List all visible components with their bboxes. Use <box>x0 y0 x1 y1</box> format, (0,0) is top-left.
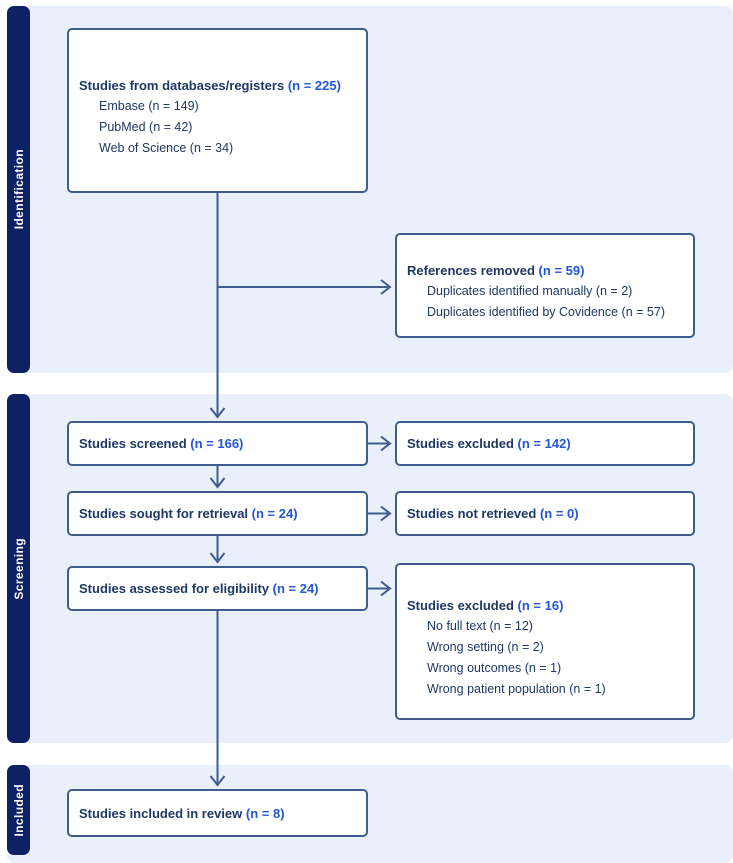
count-badge: (n = 16) <box>517 598 564 613</box>
studies-from-databases-box: Studies from databases/registers (n = 22… <box>67 28 368 193</box>
box-title: Studies excluded (n = 16) <box>407 598 564 613</box>
included-rail-label: Included <box>11 783 26 837</box>
references-removed-box: References removed (n = 59) Duplicates i… <box>395 233 695 338</box>
count-badge: (n = 8) <box>245 805 285 821</box>
box-detail-item: Wrong patient population (n = 1) <box>427 682 606 696</box>
box-detail-item: Wrong setting (n = 2) <box>427 640 544 654</box>
included-rail: Included <box>7 765 30 855</box>
studies-sought-retrieval-box: Studies sought for retrieval (n = 24) <box>67 491 368 536</box>
studies-assessed-eligibility-box: Studies assessed for eligibility (n = 24… <box>67 566 368 611</box>
count-badge: (n = 142) <box>517 436 571 451</box>
screening-rail-label: Screening <box>11 537 26 600</box>
box-title: References removed (n = 59) <box>407 263 585 278</box>
count-badge: (n = 225) <box>287 77 341 93</box>
studies-excluded-eligibility-box: Studies excluded (n = 16) No full text (… <box>395 563 695 720</box>
count-badge: (n = 166) <box>190 436 244 451</box>
count-badge: (n = 59) <box>538 263 585 278</box>
box-title: Studies sought for retrieval (n = 24) <box>79 506 298 521</box>
box-title: Studies screened (n = 166) <box>79 436 244 451</box>
box-detail-item: No full text (n = 12) <box>427 619 533 633</box>
box-detail-item: Wrong outcomes (n = 1) <box>427 661 562 675</box>
studies-excluded-screening-box: Studies excluded (n = 142) <box>395 421 695 466</box>
box-title: Studies included in review (n = 8) <box>79 805 285 821</box>
count-badge: (n = 24) <box>272 581 319 596</box>
box-detail-item: Duplicates identified manually (n = 2) <box>427 284 633 298</box>
studies-screened-box: Studies screened (n = 166) <box>67 421 368 466</box>
box-detail-item: Embase (n = 149) <box>99 98 199 113</box>
identification-rail-label: Identification <box>11 149 26 230</box>
box-title: Studies not retrieved (n = 0) <box>407 506 579 521</box>
count-badge: (n = 24) <box>251 506 298 521</box>
box-detail-item: PubMed (n = 42) <box>99 119 193 134</box>
box-title: Studies assessed for eligibility (n = 24… <box>79 581 319 596</box>
box-detail-item: Web of Science (n = 34) <box>99 140 234 155</box>
studies-included-review-box: Studies included in review (n = 8) <box>67 789 368 837</box>
box-detail-item: Duplicates identified by Covidence (n = … <box>427 305 665 319</box>
screening-rail: Screening <box>7 394 30 743</box>
box-title: Studies from databases/registers (n = 22… <box>79 77 341 93</box>
box-title: Studies excluded (n = 142) <box>407 436 571 451</box>
identification-rail: Identification <box>7 6 30 373</box>
studies-not-retrieved-box: Studies not retrieved (n = 0) <box>395 491 695 536</box>
count-badge: (n = 0) <box>539 506 579 521</box>
